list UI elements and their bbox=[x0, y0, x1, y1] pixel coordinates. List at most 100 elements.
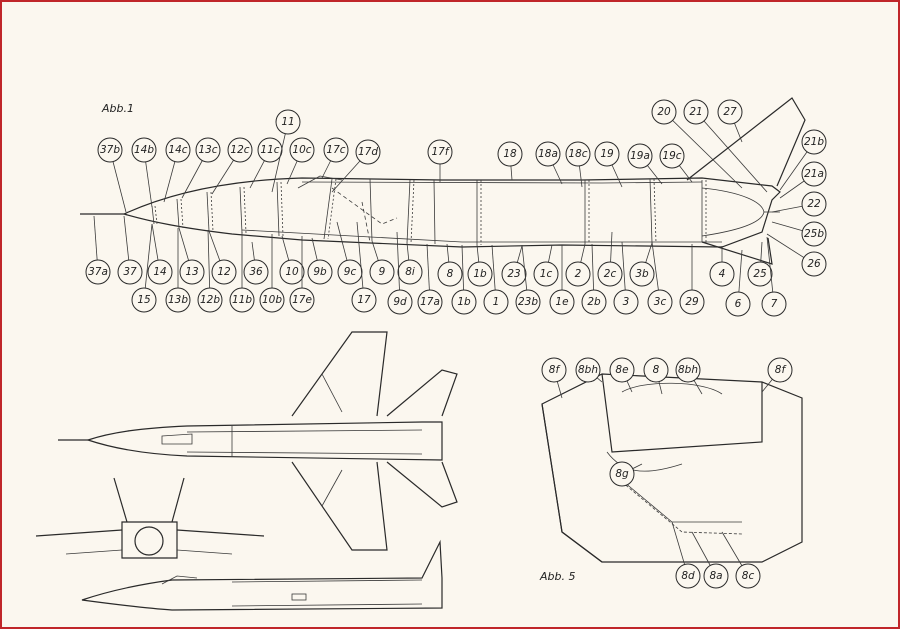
front-view bbox=[35, 477, 265, 559]
callout-circle bbox=[417, 289, 443, 315]
callout-label: 17a bbox=[420, 296, 440, 308]
callout-bottom-2: 14 bbox=[147, 223, 173, 285]
callout-label: 15 bbox=[137, 294, 151, 306]
callout-top-22: 22 bbox=[771, 191, 827, 217]
callout-label: 4 bbox=[719, 268, 726, 280]
callout-bottom-23: 13b bbox=[165, 228, 191, 313]
callout-circle bbox=[195, 137, 221, 163]
callout-circle bbox=[659, 143, 685, 169]
leader-line bbox=[663, 111, 743, 189]
callout-bottom-37: 3c bbox=[647, 241, 673, 315]
callout-label: 12b bbox=[200, 294, 220, 306]
callout-fig5-7: 8d bbox=[671, 521, 701, 589]
callout-top-0: 37b bbox=[97, 137, 127, 213]
callout-bottom-28: 17 bbox=[351, 221, 377, 313]
callout-label: 2 bbox=[575, 268, 582, 280]
callout-label: 9b bbox=[313, 266, 327, 278]
callout-label: 8 bbox=[653, 364, 660, 376]
callout-label: 18c bbox=[568, 148, 587, 160]
callout-label: 6 bbox=[735, 298, 742, 310]
callout-circle bbox=[131, 287, 157, 313]
callout-circle bbox=[535, 141, 561, 167]
callout-circle bbox=[85, 259, 111, 285]
callout-circle bbox=[801, 191, 827, 217]
callout-label: 37b bbox=[100, 144, 120, 156]
callout-circle bbox=[767, 357, 793, 383]
callout-circle bbox=[243, 259, 269, 285]
callout-circle bbox=[229, 287, 255, 313]
callout-bottom-26: 10b bbox=[259, 234, 285, 313]
callout-bottom-0: 37a bbox=[85, 215, 111, 285]
callout-bottom-35: 2b bbox=[581, 243, 607, 315]
callout-label: 25 bbox=[753, 268, 767, 280]
callout-circle bbox=[533, 261, 559, 287]
callout-top-19: 27 bbox=[717, 99, 743, 143]
callout-bottom-19: 25 bbox=[747, 241, 773, 287]
callout-label: 37a bbox=[88, 266, 108, 278]
callout-top-9: 17d bbox=[331, 139, 381, 193]
callout-top-18: 21 bbox=[683, 99, 768, 193]
callout-label: 8f bbox=[549, 364, 562, 376]
callout-circle bbox=[675, 563, 701, 589]
callout-top-7: 10c bbox=[286, 137, 315, 185]
callout-bottom-11: 8 bbox=[437, 243, 463, 287]
callout-top-8: 17c bbox=[321, 137, 349, 179]
callout-top-1: 14b bbox=[131, 137, 157, 208]
callout-label: 21a bbox=[804, 168, 824, 180]
callout-label: 14b bbox=[134, 144, 154, 156]
callout-bottom-17: 3b bbox=[629, 242, 655, 287]
plan-view bbox=[58, 331, 458, 551]
callout-fig5-2: 8e bbox=[609, 357, 635, 393]
callout-top-2: 14c bbox=[163, 137, 191, 203]
callout-label: 7 bbox=[771, 298, 778, 310]
callout-fig5-1: 8bh bbox=[575, 357, 603, 383]
callout-label: 3 bbox=[623, 296, 630, 308]
intake-detail bbox=[541, 373, 803, 563]
callout-label: 23 bbox=[507, 268, 520, 280]
callout-bottom-14: 1c bbox=[533, 244, 559, 287]
callout-label: 8 bbox=[447, 268, 454, 280]
callout-bottom-5: 36 bbox=[243, 241, 269, 285]
callout-fig5-6: 8g bbox=[609, 461, 643, 487]
callout-circle bbox=[323, 137, 349, 163]
callout-label: 2c bbox=[604, 268, 617, 280]
callout-label: 8d bbox=[681, 570, 695, 582]
callout-bottom-22: 15 bbox=[131, 223, 157, 313]
callout-label: 10 bbox=[285, 266, 299, 278]
callout-label: 19c bbox=[662, 150, 681, 162]
callout-fig5-3: 8 bbox=[643, 357, 669, 395]
callout-top-4: 12c bbox=[211, 137, 253, 195]
callout-bottom-13: 23 bbox=[501, 245, 527, 287]
callout-label: 1b bbox=[457, 296, 471, 308]
callout-top-11: 18 bbox=[497, 141, 523, 181]
callout-circle bbox=[307, 259, 333, 285]
callout-circle bbox=[289, 137, 315, 163]
callout-bottom-6: 10 bbox=[279, 235, 305, 285]
callout-bottom-15: 2 bbox=[565, 243, 591, 287]
callout-label: 19 bbox=[600, 148, 614, 160]
callout-label: 20 bbox=[657, 106, 671, 118]
callout-circle bbox=[597, 261, 623, 287]
callout-circle bbox=[131, 137, 157, 163]
callout-top-3: 13c bbox=[181, 137, 221, 199]
callout-label: 8bh bbox=[578, 364, 598, 376]
callout-circle bbox=[211, 259, 237, 285]
callout-label: 3c bbox=[654, 296, 667, 308]
callout-bottom-21: 7 bbox=[761, 236, 787, 317]
callout-bottom-24: 12b bbox=[197, 229, 223, 313]
callout-circle bbox=[369, 259, 395, 285]
callout-top-20: 21b bbox=[779, 129, 827, 191]
callout-label: 1e bbox=[555, 296, 568, 308]
callout-circle bbox=[717, 99, 743, 125]
side-view bbox=[81, 539, 443, 611]
callout-fig5-4: 8bh bbox=[675, 357, 703, 395]
callout-circle bbox=[451, 289, 477, 315]
callout-circle bbox=[355, 139, 381, 165]
callout-bottom-32: 1 bbox=[483, 244, 509, 315]
callout-bottom-10: 8i bbox=[397, 242, 423, 285]
callout-top-24: 26 bbox=[766, 233, 827, 277]
callout-label: 36 bbox=[249, 266, 263, 278]
callout-label: 27 bbox=[723, 106, 737, 118]
callout-circle bbox=[703, 563, 729, 589]
callout-label: 22 bbox=[807, 198, 821, 210]
